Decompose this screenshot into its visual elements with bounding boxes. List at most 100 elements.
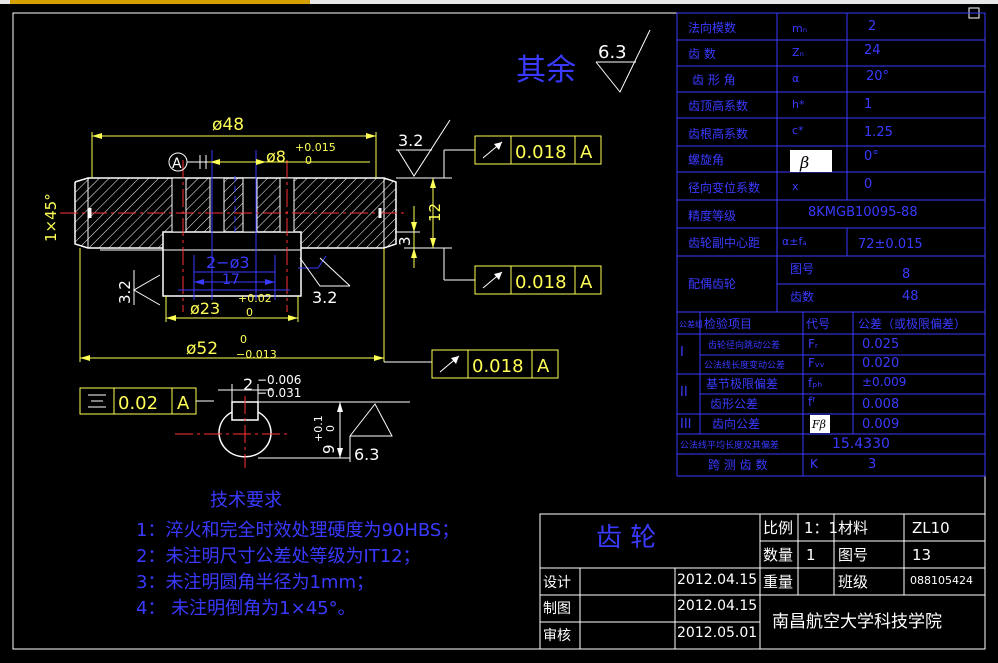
dim-d8-text: ø8 [266,147,286,166]
gdt-frame-4: 0.02 A [79,387,214,415]
svg-text:数量: 数量 [763,546,793,564]
dim-d48: ø48 [91,115,377,178]
svg-text:6.3: 6.3 [354,445,379,464]
svg-text:0: 0 [246,306,253,319]
roughness-top: 3.2 [396,119,451,179]
svg-text:1.25: 1.25 [864,125,893,140]
dim-holes: 2−ø3 17 [194,253,327,288]
svg-text:13: 13 [912,546,931,564]
svg-text:公法线平均长度及其偏差: 公法线平均长度及其偏差 [680,439,779,451]
svg-text:齿顶高系数: 齿顶高系数 [688,98,748,113]
svg-text:齿轮副中心距: 齿轮副中心距 [688,235,760,250]
svg-text:0.008: 0.008 [862,397,899,412]
svg-text:比例: 比例 [763,519,793,537]
roughness-general-label: 其余 [516,53,576,88]
svg-text:跨 测 齿 数: 跨 测 齿 数 [708,457,767,472]
svg-text:齿形公差: 齿形公差 [710,397,758,411]
svg-text:4： 未注明倒角为1×45°。: 4： 未注明倒角为1×45°。 [136,598,356,619]
section-view [60,150,408,312]
svg-text:3.2: 3.2 [398,131,423,150]
svg-text:+0.1: +0.1 [312,415,325,442]
svg-text:班级: 班级 [838,573,868,591]
svg-text:齿 形 角: 齿 形 角 [692,73,736,87]
svg-text:材料: 材料 [838,519,868,537]
svg-text:重量: 重量 [763,573,793,591]
svg-text:2012.05.01: 2012.05.01 [677,625,757,641]
svg-text:公差（或极限偏差）: 公差（或极限偏差） [858,316,966,331]
svg-text:Zₙ: Zₙ [792,46,804,59]
svg-text:0.009: 0.009 [862,417,899,432]
dim-d23: ø23 +0.02 0 [165,292,299,322]
svg-text:3: 3 [868,457,876,472]
svg-text:24: 24 [864,43,881,58]
svg-text:图号: 图号 [790,262,814,276]
param-table: 法向模数 mₙ 2 齿 数 Zₙ 24 齿 形 角 α 20° 齿顶高系数 h*… [676,12,986,477]
svg-text:0.025: 0.025 [862,337,899,352]
svg-text:I: I [680,345,684,360]
svg-text:齿 数: 齿 数 [688,46,716,61]
svg-text:检验项目: 检验项目 [704,316,752,331]
title-block: 齿 轮 比例 1：1 材料 ZL10 数量 1 图号 13 重量 班级 0881… [539,513,986,650]
svg-text:Fᵣ: Fᵣ [808,337,819,351]
svg-text:代号: 代号 [806,317,830,331]
svg-text:c*: c* [792,124,804,137]
svg-text:0: 0 [305,154,312,167]
chamfer-label: 1×45° [42,193,60,242]
svg-text:0.02: 0.02 [118,393,158,414]
svg-text:3: 3 [396,236,414,246]
svg-text:15.4330: 15.4330 [832,436,890,452]
svg-text:17: 17 [222,272,240,288]
svg-text:mₙ: mₙ [792,22,807,35]
svg-text:20°: 20° [866,69,889,84]
svg-text:ZL10: ZL10 [912,519,950,537]
window-accent-strip [10,0,310,4]
svg-text:8: 8 [902,267,910,282]
key-view: 2 −0.006 −0.031 9 +0.1 0 6.3 [175,373,410,468]
svg-text:III: III [680,417,692,432]
svg-text:II: II [680,385,688,400]
svg-text:0°: 0° [864,149,879,164]
roughness-right: 3.2 [299,257,351,307]
tech-requirements: 技术要求 1：淬火和完全时效处理硬度为90HBS； 2：未注明尺寸公差处等级为I… [136,490,459,619]
svg-text:+0.015: +0.015 [295,141,336,154]
svg-text:12: 12 [426,203,444,222]
svg-text:9: 9 [320,444,338,454]
svg-text:齿数: 齿数 [790,289,814,304]
dim-d52: ø52 0 −0.013 [79,248,432,363]
svg-text:1: 1 [806,546,816,564]
svg-text:配偶齿轮: 配偶齿轮 [688,277,736,291]
svg-text:K: K [810,457,819,471]
svg-text:制图: 制图 [543,601,571,617]
window-top-strip [0,0,998,4]
svg-text:2012.04.15: 2012.04.15 [677,598,757,614]
svg-text:β: β [799,153,809,172]
svg-text:α: α [792,72,799,85]
svg-text:基节极限偏差: 基节极限偏差 [706,376,778,391]
svg-text:2012.04.15: 2012.04.15 [677,572,757,588]
svg-text:螺旋角: 螺旋角 [688,153,724,167]
svg-text:±0.009: ±0.009 [862,375,906,389]
svg-text:齿向公差: 齿向公差 [712,416,760,431]
svg-text:0: 0 [324,425,337,432]
svg-text:A: A [177,393,190,414]
svg-text:3.2: 3.2 [312,288,337,307]
svg-text:2: 2 [868,19,876,34]
svg-text:0: 0 [864,177,872,192]
gdt-frame-2: 0.018 A [474,265,602,295]
svg-text:0.018: 0.018 [515,142,567,163]
svg-text:72±0.015: 72±0.015 [858,237,923,252]
svg-text:6.3: 6.3 [598,42,627,63]
svg-text:2: 2 [243,375,253,394]
svg-text:技术要求: 技术要求 [210,490,282,511]
svg-text:1：淬火和完全时效处理硬度为90HBS；: 1：淬火和完全时效处理硬度为90HBS； [136,520,459,541]
datum-a-label: A [172,156,182,172]
svg-text:齿轮径向跳动公差: 齿轮径向跳动公差 [708,339,780,351]
part-name: 齿 轮 [596,523,656,553]
svg-text:2−ø3: 2−ø3 [206,253,250,272]
svg-text:Fᵥᵥ: Fᵥᵥ [808,356,825,370]
dim-d8: A ø8 +0.015 0 [168,141,370,172]
svg-text:8KMGB10095-88: 8KMGB10095-88 [808,205,918,220]
svg-text:+0.02: +0.02 [238,292,272,305]
svg-text:α±fₐ: α±fₐ [782,235,807,248]
